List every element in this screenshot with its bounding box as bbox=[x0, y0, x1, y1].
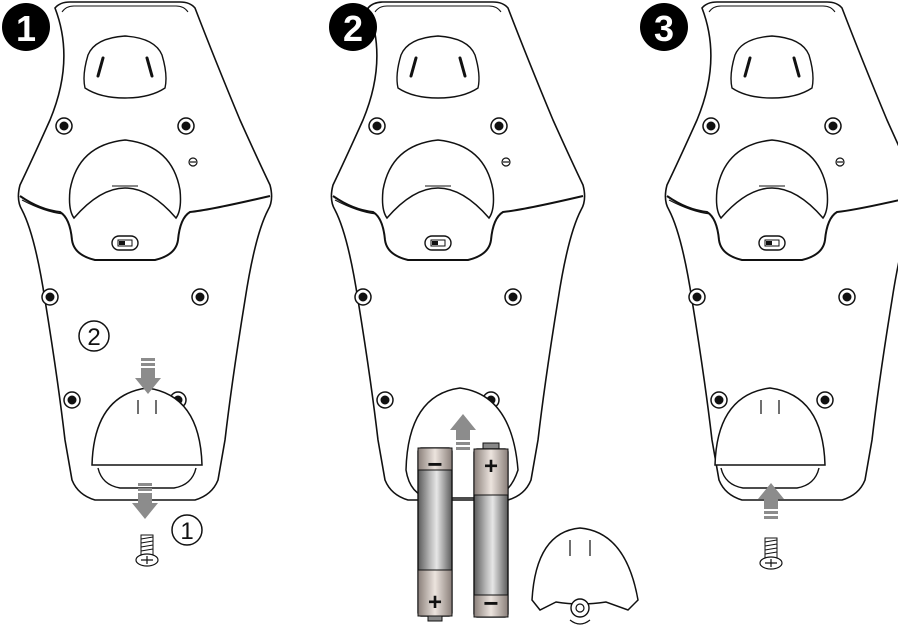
battery-left: − + bbox=[418, 448, 452, 621]
screw-icon bbox=[136, 535, 158, 566]
callout-2-label: 2 bbox=[87, 324, 100, 351]
screw-icon bbox=[760, 538, 782, 569]
battery-right: + − bbox=[474, 443, 508, 618]
plus-sign: + bbox=[484, 453, 498, 480]
callout-1-label: 1 bbox=[180, 518, 193, 545]
minus-sign: − bbox=[483, 588, 498, 618]
removed-battery-cover bbox=[532, 528, 638, 624]
step-1-panel: 1 2 1 bbox=[2, 2, 272, 566]
step-3-panel: 3 bbox=[640, 2, 898, 569]
minus-sign: − bbox=[427, 449, 442, 479]
step-2-number: 2 bbox=[343, 8, 363, 49]
step-2-panel: − + + − 2 bbox=[329, 2, 638, 624]
step-1-number: 1 bbox=[16, 8, 36, 49]
plus-sign: + bbox=[428, 589, 442, 616]
step-3-number: 3 bbox=[654, 8, 674, 49]
